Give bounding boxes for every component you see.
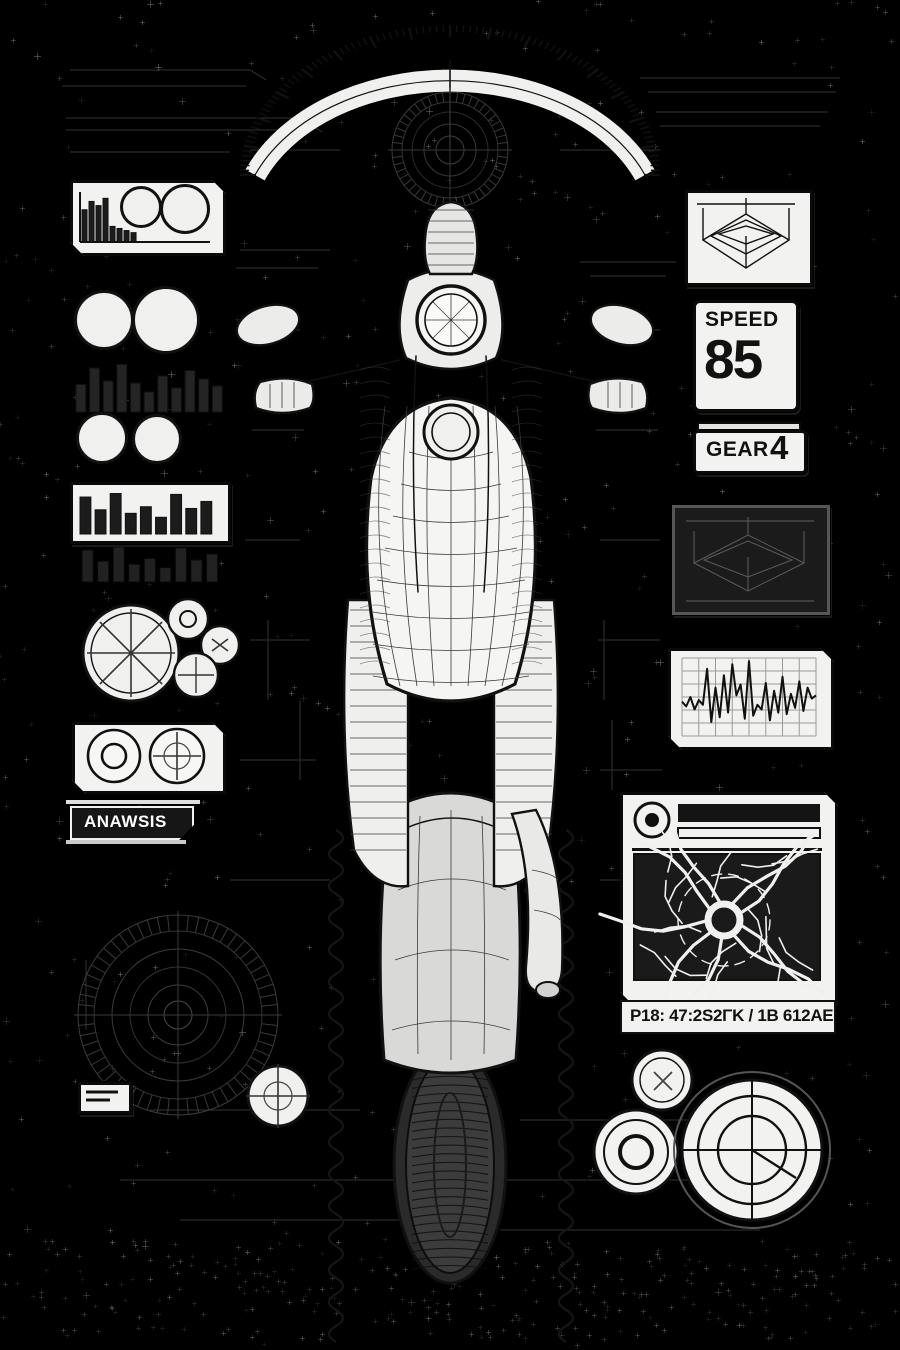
gear-label: GEAR — [706, 438, 769, 461]
right-grip — [587, 377, 649, 415]
bar-chart-left-lower — [79, 493, 213, 535]
gauge-dial-c — [74, 290, 134, 350]
dual-dial-graphics — [86, 727, 206, 785]
speed-value: 85 — [704, 328, 763, 390]
analysis-tag-label: ANAWSIS — [84, 812, 167, 831]
front-fender — [378, 791, 522, 1075]
navigation-map-graphic — [598, 801, 828, 1034]
analysis-tag-underbar — [66, 840, 186, 844]
isometric-wireframe-top-graphic — [697, 198, 795, 269]
speed-label: SPEED — [705, 308, 779, 331]
gauge-dial-e — [76, 412, 128, 464]
right-mirror — [589, 303, 655, 347]
fork-tubes — [412, 200, 490, 593]
gauge-target-mini — [630, 1048, 694, 1112]
gauge-dial-f — [132, 414, 182, 464]
gauge-target-small — [592, 1108, 680, 1196]
bottom-left-chip-marks — [86, 1090, 118, 1102]
gauge-dial-a — [120, 186, 162, 228]
coordinate-readout: P18: 47:2S2ΓK / 1B 612AE — [630, 1006, 834, 1025]
speed-readout-panel — [693, 300, 799, 412]
bar-chart-mid-left — [75, 364, 223, 413]
gauge-top-arc — [240, 25, 660, 181]
analysis-tag[interactable] — [70, 806, 194, 840]
coordinate-bar — [620, 1000, 836, 1034]
gear-value: 4 — [770, 429, 789, 466]
bar-chart-top-left — [79, 192, 210, 243]
left-grip — [253, 377, 315, 415]
fuel-tank — [364, 396, 538, 703]
position-marker — [704, 900, 744, 940]
isometric-wireframe-mid-graphic — [686, 517, 814, 602]
bottom-left-chip — [78, 1082, 132, 1114]
front-wheel — [392, 1045, 508, 1285]
gauge-radial-spokes — [81, 597, 241, 703]
analysis-tag-overbar — [66, 800, 200, 804]
exhaust-pipe — [510, 808, 564, 999]
gauge-dial-b — [160, 184, 210, 234]
gauge-target-large — [673, 1071, 831, 1229]
left-mirror — [235, 303, 301, 347]
headlight — [398, 267, 504, 371]
handlebars — [235, 303, 655, 415]
bar-chart-shadow — [81, 546, 219, 583]
waveform-telemetry — [681, 657, 817, 737]
gauge-radar-bottom — [74, 911, 282, 1119]
gauge-cluster-bottom-right — [592, 1048, 831, 1229]
gauge-bottom-left — [246, 1064, 310, 1128]
motorcycle-front-orthographic — [235, 200, 655, 1343]
gauge-dial-d — [132, 286, 200, 354]
gear-readout-panel — [693, 430, 807, 474]
